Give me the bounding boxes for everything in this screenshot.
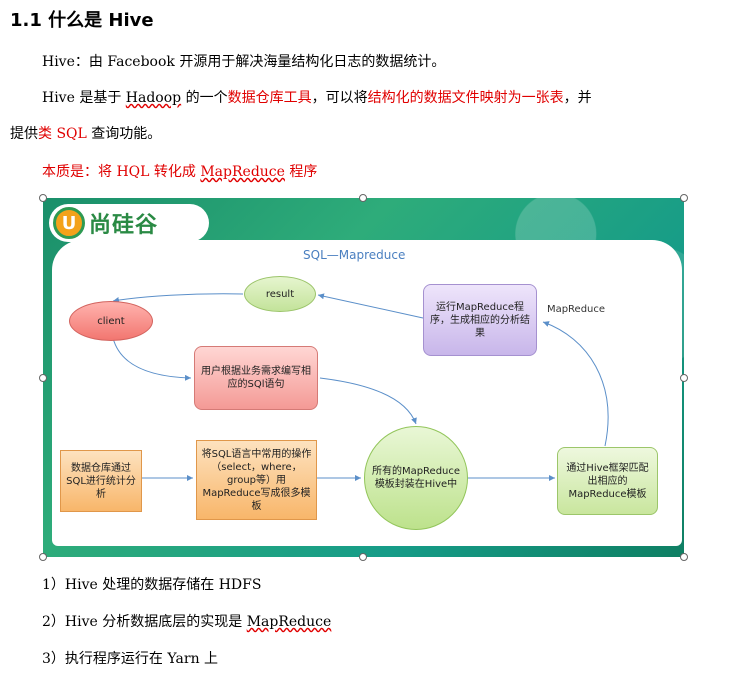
resize-handle-top-left[interactable] bbox=[39, 194, 47, 202]
node-data-warehouse-label: 数据仓库通过SQL进行统计分析 bbox=[66, 462, 136, 500]
resize-handle-left[interactable] bbox=[39, 374, 47, 382]
text-segment: 查询功能。 bbox=[86, 126, 162, 142]
list-item: 2）Hive 分析数据底层的实现是 MapReduce bbox=[42, 612, 331, 632]
node-result-label: result bbox=[265, 288, 295, 300]
arrow-client-to-usersql bbox=[112, 337, 192, 381]
node-templates-make-label: 将SQL语言中常用的操作（select，where，group等）用MapRed… bbox=[201, 448, 312, 512]
node-run-mapreduce-label: 运行MapReduce程序，生成相应的分析结果 bbox=[430, 301, 530, 339]
paragraph-hive-description-line2: 提供类 SQL 查询功能。 bbox=[10, 124, 161, 144]
diagram-arrows bbox=[112, 293, 609, 481]
logo: U 尚硅谷 bbox=[49, 204, 209, 242]
node-mapreduce-label: MapReduce bbox=[541, 302, 611, 316]
resize-handle-top[interactable] bbox=[359, 194, 367, 202]
text-segment: Hive 是基于 bbox=[42, 90, 126, 106]
list-number: 1） bbox=[42, 577, 65, 593]
essence-text: 本质是：将 HQL 转化成 bbox=[42, 164, 201, 180]
highlight-sql-like: 类 SQL bbox=[38, 126, 87, 142]
diagram-title: SQL—Mapreduce bbox=[303, 248, 406, 262]
mapreduce-label-text: MapReduce bbox=[546, 303, 606, 315]
text-segment: ，可以将 bbox=[311, 90, 368, 106]
text-segment: ，并 bbox=[563, 90, 592, 106]
list-text: 执行程序运行在 Yarn 上 bbox=[64, 651, 219, 667]
hive-definition-text: Hive：由 Facebook 开源用于解决海量结构化日志的数据统计。 bbox=[42, 54, 446, 70]
text-segment: 提供 bbox=[10, 126, 38, 142]
highlight-data-warehouse-tool: 数据仓库工具 bbox=[227, 90, 312, 106]
resize-handle-bottom[interactable] bbox=[359, 553, 367, 561]
text-segment: 的一个 bbox=[181, 90, 228, 106]
logo-badge-icon: U bbox=[53, 207, 85, 239]
resize-handle-bottom-right[interactable] bbox=[680, 553, 688, 561]
list-item: 3）执行程序运行在 Yarn 上 bbox=[42, 649, 218, 669]
logo-text: 尚硅谷 bbox=[89, 213, 159, 238]
node-user-sql-label: 用户根据业务需求编写相应的SQl语句 bbox=[201, 366, 311, 390]
resize-handle-right[interactable] bbox=[680, 374, 688, 382]
arrow-match-to-mr bbox=[542, 321, 609, 447]
arrow-mr-to-result bbox=[317, 293, 424, 319]
node-data-warehouse[interactable]: 数据仓库通过SQL进行统计分析 bbox=[60, 450, 142, 512]
arrow-result-to-client bbox=[112, 293, 244, 303]
mapreduce-word: MapReduce bbox=[200, 164, 285, 180]
list-number: 3） bbox=[42, 651, 65, 667]
highlight-mapping: 结构化的数据文件映射为一张表 bbox=[367, 90, 564, 106]
node-run-mapreduce[interactable]: 运行MapReduce程序，生成相应的分析结果 bbox=[423, 284, 537, 356]
paragraph-essence: 本质是：将 HQL 转化成 MapReduce 程序 bbox=[42, 162, 317, 182]
list-text: Hive 分析数据底层的实现是 bbox=[64, 614, 247, 630]
node-match-templates-label: 通过Hive框架匹配出相应的MapReduce模板 bbox=[566, 462, 649, 500]
list-item: 1）Hive 处理的数据存储在 HDFS bbox=[42, 575, 261, 595]
node-user-sql[interactable]: 用户根据业务需求编写相应的SQl语句 bbox=[194, 346, 318, 410]
node-templates-make[interactable]: 将SQL语言中常用的操作（select，where，group等）用MapRed… bbox=[196, 440, 317, 520]
essence-text-end: 程序 bbox=[284, 164, 318, 180]
resize-handle-top-right[interactable] bbox=[680, 194, 688, 202]
node-client[interactable]: client bbox=[69, 301, 153, 341]
node-templates-in-hive-label: 所有的MapReduce模板封装在Hive中 bbox=[371, 466, 461, 490]
arrow-usersql-to-hive bbox=[319, 377, 417, 425]
node-result[interactable]: result bbox=[244, 276, 316, 312]
node-match-templates[interactable]: 通过Hive框架匹配出相应的MapReduce模板 bbox=[557, 447, 658, 515]
node-templates-in-hive[interactable]: 所有的MapReduce模板封装在Hive中 bbox=[364, 426, 468, 530]
hive-architecture-figure[interactable]: U 尚硅谷 SQL—Mapreduce result client 运行MapR bbox=[43, 198, 684, 557]
hadoop-word: Hadoop bbox=[125, 90, 182, 106]
list-number: 2） bbox=[42, 614, 65, 630]
list-text: Hive 处理的数据存储在 HDFS bbox=[64, 577, 262, 593]
node-client-label: client bbox=[97, 315, 125, 327]
resize-handle-bottom-left[interactable] bbox=[39, 553, 47, 561]
section-heading: 1.1 什么是 Hive bbox=[10, 10, 154, 31]
paragraph-hive-description-line1: Hive 是基于 Hadoop 的一个数据仓库工具，可以将结构化的数据文件映射为… bbox=[42, 88, 592, 108]
paragraph-hive-definition: Hive：由 Facebook 开源用于解决海量结构化日志的数据统计。 bbox=[42, 52, 445, 72]
mapreduce-word: MapReduce bbox=[246, 614, 332, 630]
